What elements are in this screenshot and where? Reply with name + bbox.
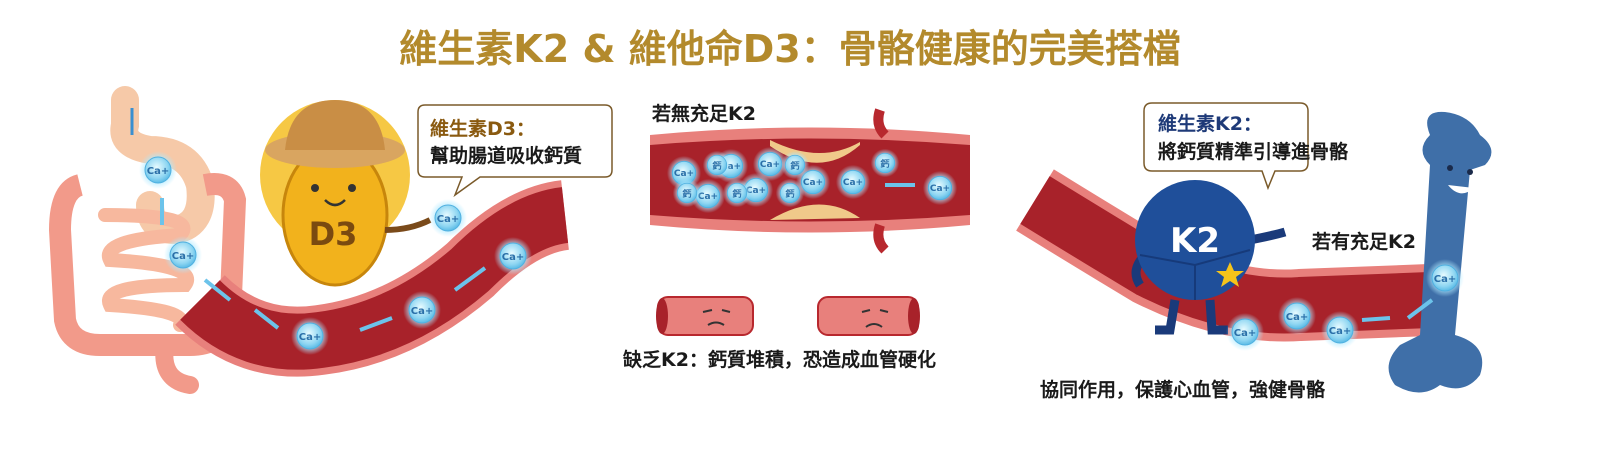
svg-text:Ca+: Ca+ xyxy=(1434,274,1456,285)
right-panel: K2 維生素K2： 將鈣質精準引導進骨骼 若有充足K2 Ca+ Ca+ Ca+ … xyxy=(1016,102,1492,401)
calcium-ions: Ca+ Ca+ Ca+ Ca+ Ca+ Ca+ xyxy=(138,150,533,356)
svg-text:Ca+: Ca+ xyxy=(698,192,718,202)
svg-text:Ca+: Ca+ xyxy=(930,184,950,194)
svg-text:Ca+: Ca+ xyxy=(746,186,766,196)
speech-bubble-k2: 維生素K2： 將鈣質精準引導進骨骼 xyxy=(1143,102,1349,191)
bubble-k2-line1: 維生素K2： xyxy=(1158,112,1262,135)
svg-text:Ca+: Ca+ xyxy=(803,178,823,188)
bubble-d3-line2: 幫助腸道吸收鈣質 xyxy=(430,144,582,167)
bubble-d3-line1: 維生素D3： xyxy=(430,117,535,140)
svg-text:鈣: 鈣 xyxy=(682,188,691,200)
d3-sun-character: D3 xyxy=(260,100,432,287)
calcium-deposits: Ca+ Ca+ Ca+ Ca+ Ca+ Ca+ Ca+ Ca+ 鈣 鈣 鈣 鈣 … xyxy=(666,146,958,214)
ion-label: Ca+ xyxy=(437,214,459,225)
svg-text:Ca+: Ca+ xyxy=(1286,312,1308,323)
ion-label: Ca+ xyxy=(502,252,524,263)
bone-character xyxy=(1388,111,1492,393)
bubble-k2-line2: 將鈣質精準引導進骨骼 xyxy=(1158,140,1349,163)
svg-text:Ca+: Ca+ xyxy=(1329,326,1351,337)
damaged-vessels xyxy=(656,296,920,336)
k2-character: K2 xyxy=(1131,180,1287,335)
calcium-ions-right: Ca+ Ca+ Ca+ Ca+ xyxy=(1225,258,1465,352)
flow-arrows xyxy=(160,198,487,332)
left-panel: D3 維生素D3： 幫助腸道吸收鈣質 Ca+ Ca+ Ca+ Ca+ Ca+ C… xyxy=(48,86,613,394)
k2-label: K2 xyxy=(1170,221,1220,261)
d3-label: D3 xyxy=(309,215,358,253)
svg-text:鈣: 鈣 xyxy=(712,160,721,172)
with-k2-label: 若有充足K2 xyxy=(1312,230,1416,253)
ion-label: Ca+ xyxy=(411,306,433,317)
svg-text:Ca+: Ca+ xyxy=(674,169,694,179)
svg-text:Ca+: Ca+ xyxy=(1234,328,1256,339)
no-k2-caption: 缺乏K2：鈣質堆積，恐造成血管硬化 xyxy=(623,348,936,371)
ion-label: Ca+ xyxy=(299,332,321,343)
no-k2-label: 若無充足K2 xyxy=(652,102,756,125)
speech-bubble-d3: 維生素D3： 幫助腸道吸收鈣質 xyxy=(417,104,613,198)
svg-text:鈣: 鈣 xyxy=(880,158,889,170)
svg-text:Ca+: Ca+ xyxy=(843,178,863,188)
with-k2-caption: 協同作用，保護心血管，強健骨骼 xyxy=(1040,378,1326,401)
middle-panel: 若無充足K2 Ca+ Ca+ Ca+ Ca+ Ca+ Ca+ Ca+ Ca+ 鈣… xyxy=(623,102,970,371)
page-title: 維生素K2 & 維他命D3：骨骼健康的完美搭檔 xyxy=(399,27,1180,71)
svg-text:鈣: 鈣 xyxy=(732,188,741,200)
svg-text:鈣: 鈣 xyxy=(790,160,799,172)
svg-text:Ca+: Ca+ xyxy=(760,160,780,170)
svg-text:鈣: 鈣 xyxy=(785,188,794,200)
ion-label: Ca+ xyxy=(172,251,194,262)
ion-label: Ca+ xyxy=(147,166,169,177)
